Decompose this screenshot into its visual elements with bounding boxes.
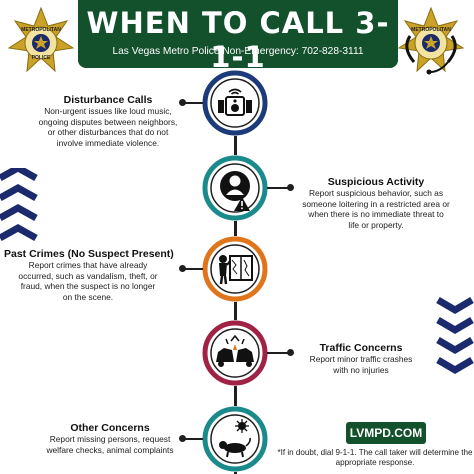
- connector-traffic: [267, 352, 289, 354]
- website-badge[interactable]: LVMPD.COM: [346, 422, 426, 444]
- item-title: Past Crimes (No Suspect Present): [4, 248, 174, 260]
- connector-dot-past-crimes: [179, 265, 186, 272]
- speaker-icon: [218, 88, 252, 116]
- item-title: Traffic Concerns: [319, 342, 403, 354]
- item-text: Report crimes that have already occurred…: [18, 260, 158, 302]
- broken-window-icon: [219, 255, 253, 285]
- item-title: Disturbance Calls: [63, 94, 153, 106]
- item-text: Report suspicious behavior, such as some…: [302, 188, 450, 230]
- item-other: Other Concerns Report missing persons, r…: [44, 422, 176, 455]
- page-subtitle: Las Vegas Metro Police Non-Emergency: 70…: [112, 46, 364, 57]
- item-title: Suspicious Activity: [327, 176, 425, 188]
- item-text: Report missing persons, request welfare …: [46, 434, 174, 455]
- item-traffic: Traffic Concerns Report minor traffic cr…: [306, 342, 416, 375]
- connector-suspicious: [267, 187, 289, 189]
- step-icon-other: [202, 406, 268, 472]
- item-suspicious: Suspicious Activity Report suspicious be…: [302, 176, 450, 230]
- suspicious-person-icon: [220, 171, 250, 211]
- footnote: *If in doubt, dial 9-1-1. The call taker…: [277, 448, 473, 467]
- connector-past-crimes: [183, 268, 203, 270]
- connector-dot-suspicious: [287, 184, 294, 191]
- item-text: Report minor traffic crashes with no inj…: [309, 354, 413, 375]
- connector-other: [183, 438, 203, 440]
- item-text: Non-urgent issues like loud music, ongoi…: [38, 106, 178, 148]
- step-icon-past-crimes: [202, 236, 268, 302]
- header-banner: WHEN TO CALL 3-1-1 Las Vegas Metro Polic…: [78, 0, 398, 74]
- connector-dot-other: [179, 435, 186, 442]
- step-icon-traffic: [202, 320, 268, 386]
- item-title: Other Concerns: [70, 422, 150, 434]
- item-past-crimes: Past Crimes (No Suspect Present) Report …: [4, 248, 174, 302]
- car-crash-icon: [216, 334, 254, 367]
- step-icon-disturbance: [202, 70, 268, 136]
- chevron-decoration-right: [436, 296, 474, 381]
- connector-dot-disturbance: [179, 99, 186, 106]
- page-title: WHEN TO CALL 3-1-1: [86, 6, 390, 74]
- police-badge-right: METROPOLITAN: [396, 6, 466, 78]
- animal-icon: [219, 419, 251, 458]
- badge-text-bottom: POLICE: [32, 55, 51, 61]
- step-icon-suspicious: [202, 155, 268, 221]
- police-badge-left: METROPOLITAN POLICE: [6, 6, 76, 78]
- connector-dot-traffic: [287, 349, 294, 356]
- item-disturbance: Disturbance Calls Non-urgent issues like…: [36, 94, 180, 148]
- connector-disturbance: [183, 102, 203, 104]
- chevron-decoration-left: [0, 163, 38, 253]
- badge-text-top: METROPOLITAN: [21, 27, 61, 33]
- badge-text-top-right: METROPOLITAN: [411, 27, 451, 33]
